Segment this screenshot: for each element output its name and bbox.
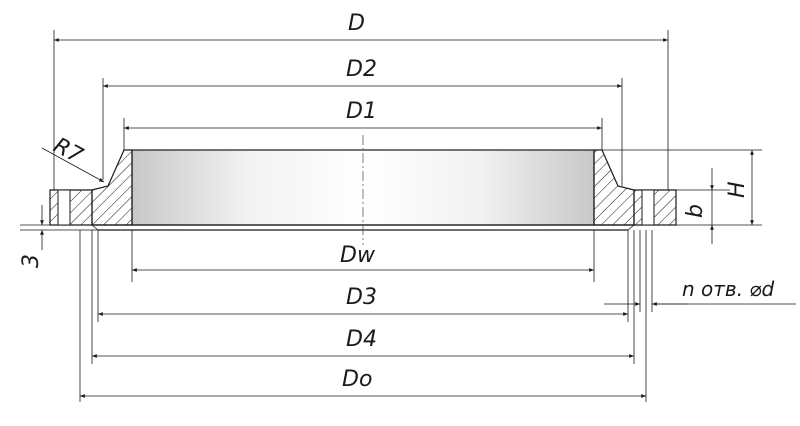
left-hub-section: [91, 149, 133, 226]
left-bolt-hole: [57, 189, 71, 226]
label-D: D: [348, 11, 365, 36]
right-flange-ring: [633, 189, 677, 226]
right-hub-section: [593, 149, 635, 226]
label-b: b: [683, 204, 708, 218]
label-D1: D1: [346, 99, 377, 124]
label-Do: Do: [342, 367, 372, 392]
left-flange-ring: [49, 189, 93, 226]
label-Dw: Dw: [340, 243, 376, 268]
label-R7: R7: [49, 133, 87, 169]
right-bolt-hole: [641, 189, 655, 226]
r7-leader: [41, 147, 105, 183]
label-D3: D3: [346, 285, 377, 310]
label-three: 3: [19, 254, 44, 268]
label-holes: n отв. ⌀d: [682, 277, 774, 301]
label-D2: D2: [346, 57, 377, 82]
label-D4: D4: [346, 327, 377, 352]
label-H: H: [725, 181, 750, 198]
